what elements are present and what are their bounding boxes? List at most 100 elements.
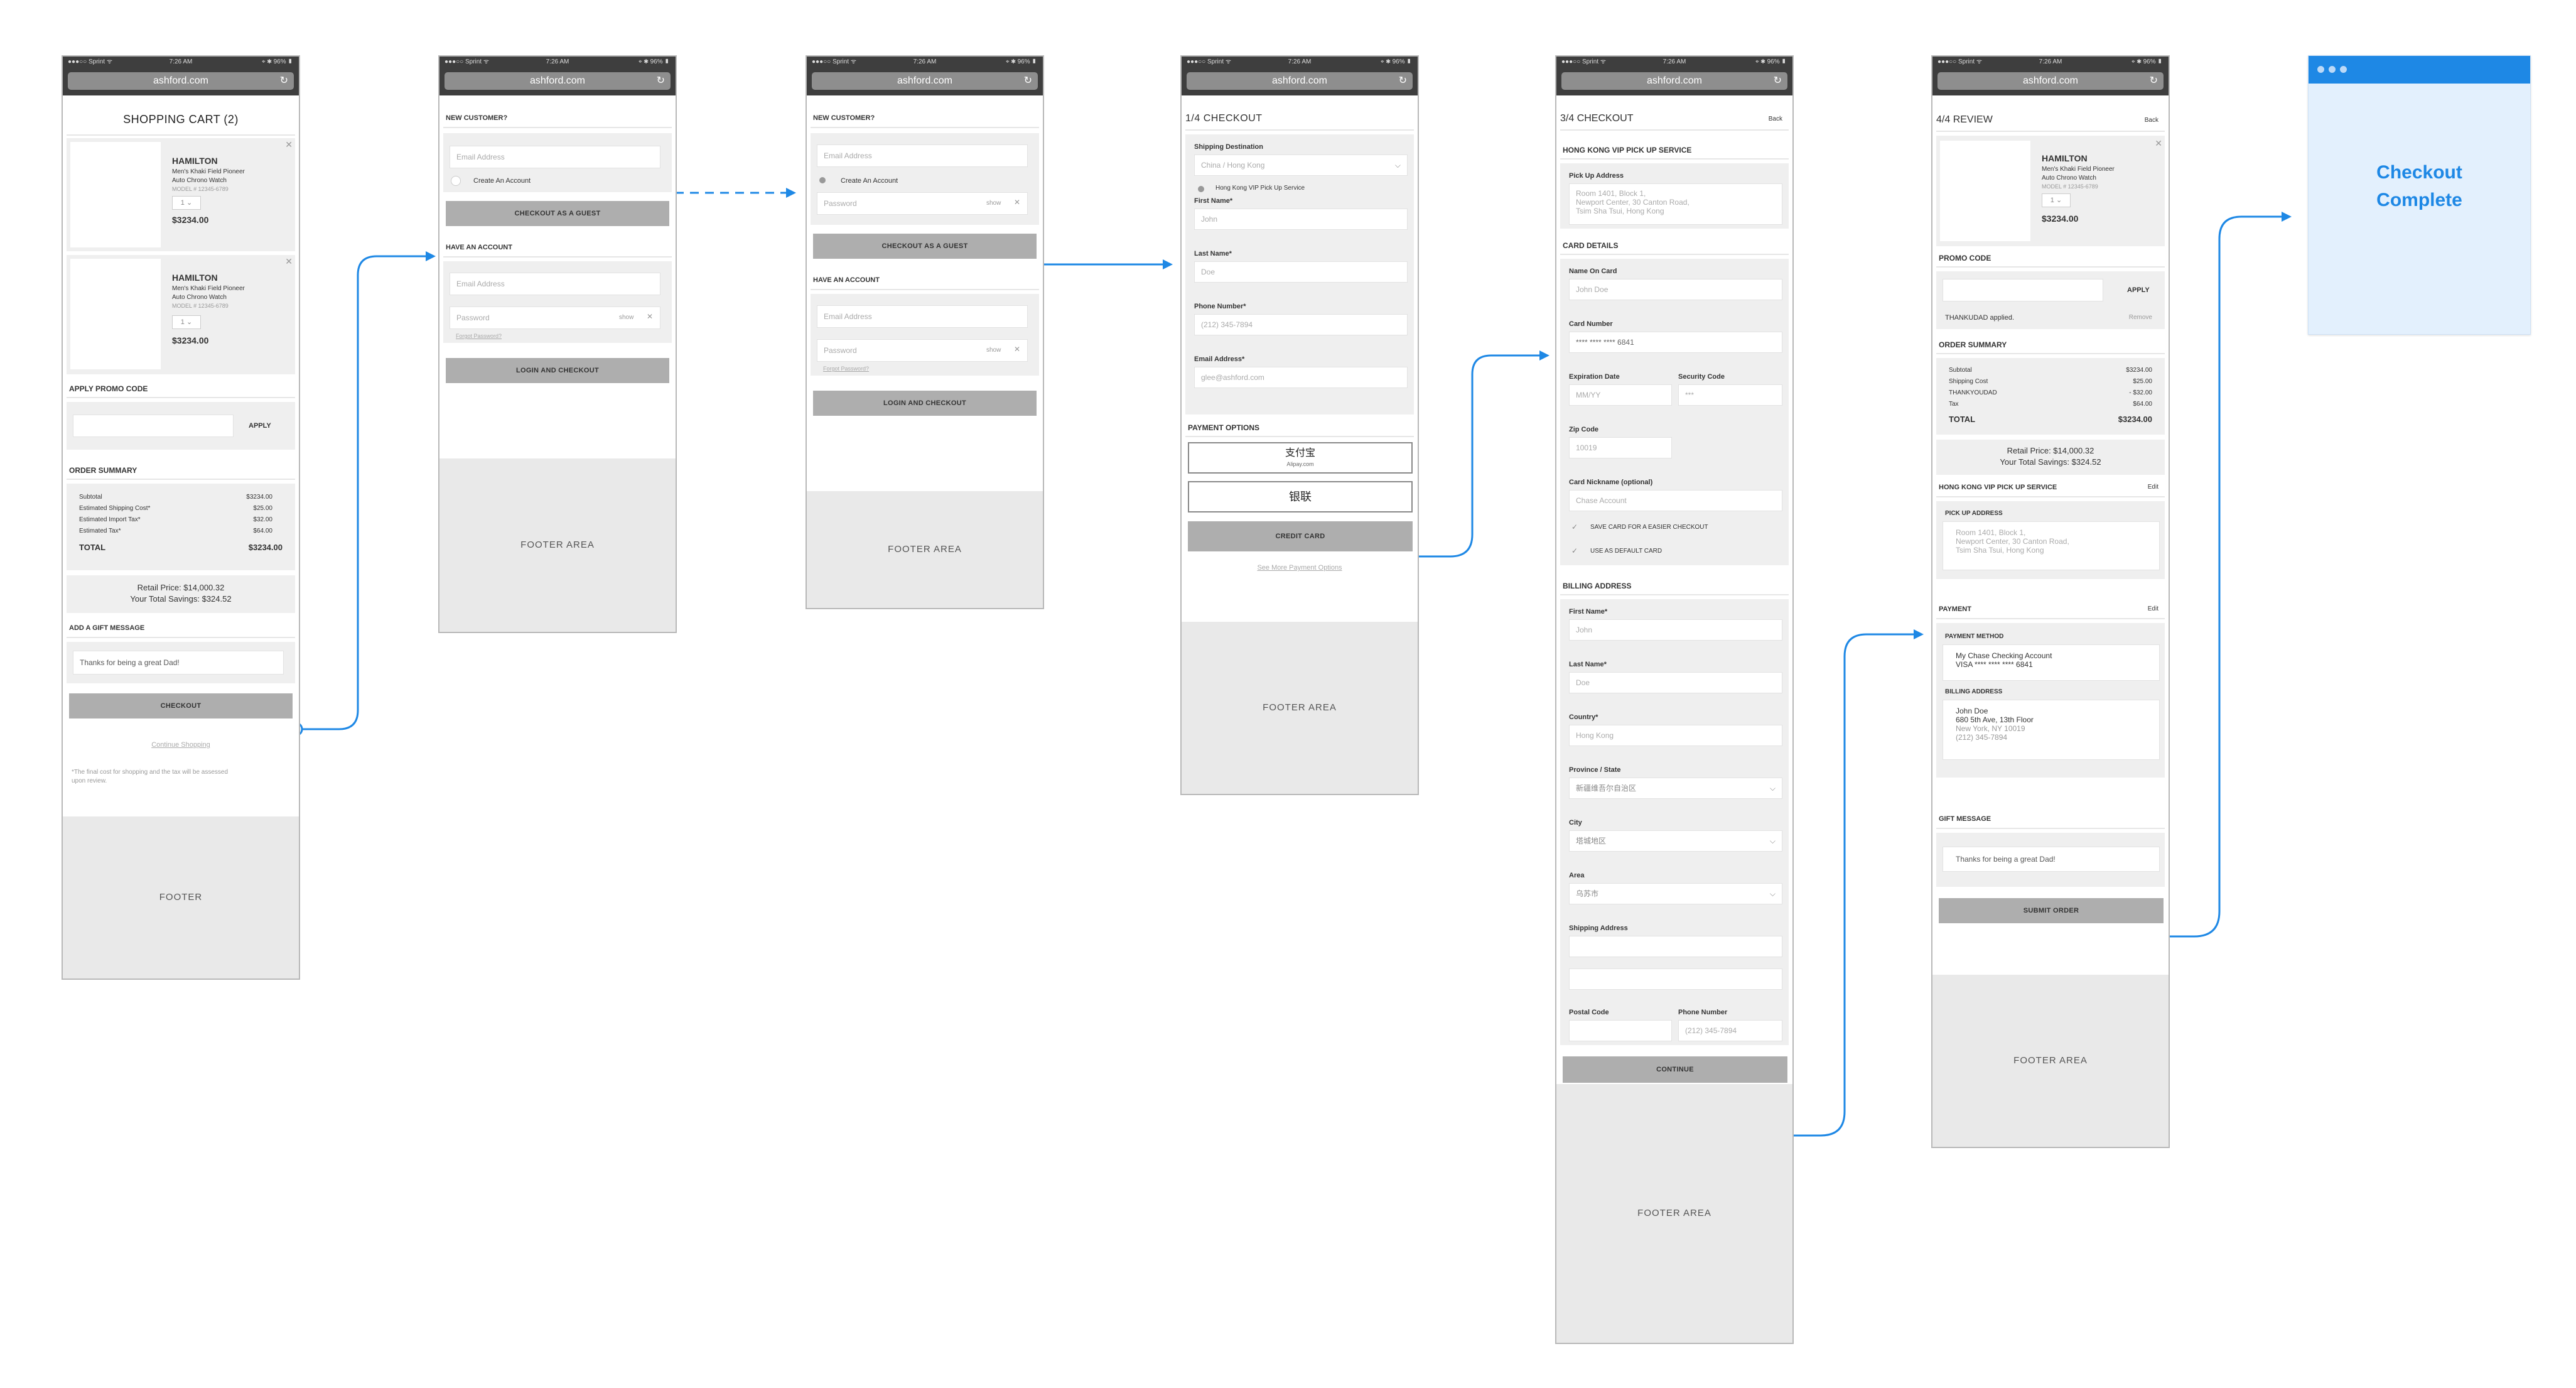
- footer: FOOTER AREA: [439, 458, 676, 632]
- flow-line-cart-to-login: [300, 255, 427, 730]
- credit-card-button[interactable]: CREDIT CARD: [1188, 521, 1413, 551]
- reload-icon[interactable]: ↻: [1398, 75, 1407, 86]
- item-price: $3234.00: [172, 335, 209, 345]
- shipping-address-line2[interactable]: [1569, 968, 1782, 990]
- remove-item-icon[interactable]: ✕: [285, 139, 293, 149]
- card-number-field[interactable]: **** **** **** 6841: [1569, 332, 1782, 353]
- url-bar[interactable]: ashford.com↻: [812, 72, 1038, 90]
- flow-line-submit-to-complete: [2160, 215, 2282, 938]
- billing-last-name[interactable]: Doe: [1569, 672, 1782, 693]
- apply-button[interactable]: APPLY: [249, 422, 271, 430]
- reload-icon[interactable]: ↻: [1773, 75, 1782, 86]
- hk-pickup-radio[interactable]: [1198, 186, 1204, 192]
- promo-input[interactable]: [1943, 279, 2103, 301]
- guest-checkout-button[interactable]: CHECKOUT AS A GUEST: [813, 234, 1037, 259]
- page-title: 3/4 CHECKOUT: [1560, 113, 1634, 124]
- zip-field[interactable]: 10019: [1569, 437, 1672, 458]
- create-account-label: Create An Account: [473, 177, 531, 185]
- page-title: SHOPPING CART (2): [123, 113, 239, 126]
- chevron-down-icon: ⌵: [1769, 837, 1776, 845]
- phone-field[interactable]: (212) 345-7894: [1194, 314, 1408, 335]
- back-link[interactable]: Back: [2144, 117, 2158, 124]
- footer: FOOTER AREA: [807, 491, 1043, 608]
- create-account-radio[interactable]: [451, 176, 461, 186]
- email-field[interactable]: Email Address: [450, 273, 660, 295]
- email-field[interactable]: Email Address: [450, 146, 660, 168]
- checkout-button[interactable]: CHECKOUT: [69, 693, 293, 718]
- url-bar[interactable]: ashford.com↻: [1561, 72, 1787, 90]
- create-account-radio-selected[interactable]: [819, 177, 826, 183]
- email-field[interactable]: Email Address: [817, 144, 1028, 167]
- first-name-field[interactable]: John: [1194, 209, 1408, 230]
- complete-message: Checkout Complete: [2309, 84, 2530, 214]
- guest-checkout-button[interactable]: CHECKOUT AS A GUEST: [446, 201, 669, 226]
- reload-icon[interactable]: ↻: [2149, 75, 2158, 86]
- save-card-checkbox[interactable]: ✓: [1571, 523, 1578, 531]
- province-select[interactable]: 新疆维吾尔自治区⌵: [1569, 778, 1782, 799]
- reload-icon[interactable]: ↻: [1023, 75, 1032, 86]
- password-field[interactable]: Password: [817, 339, 1028, 362]
- clear-icon[interactable]: ✕: [647, 312, 654, 321]
- billing-country[interactable]: Hong Kong: [1569, 725, 1782, 746]
- gift-message-input[interactable]: Thanks for being a great Dad!: [1943, 847, 2160, 872]
- continue-shopping-link[interactable]: Continue Shopping: [151, 741, 210, 749]
- url-bar[interactable]: ashford.com↻: [68, 72, 294, 90]
- edit-payment-link[interactable]: Edit: [2147, 605, 2158, 612]
- city-select[interactable]: 塔城地区⌵: [1569, 830, 1782, 852]
- clear-icon[interactable]: ✕: [1014, 198, 1021, 207]
- expiration-field[interactable]: MM/YY: [1569, 384, 1672, 406]
- promo-input[interactable]: [73, 415, 234, 437]
- email-field[interactable]: Email Address: [817, 305, 1028, 328]
- clear-icon[interactable]: ✕: [1014, 345, 1021, 354]
- reload-icon[interactable]: ↻: [656, 75, 665, 86]
- pickup-address-box: Room 1401, Block 1,Newport Center, 30 Ca…: [1569, 183, 1782, 225]
- footer: FOOTER: [63, 816, 299, 979]
- postal-code-field[interactable]: [1569, 1020, 1672, 1041]
- reload-icon[interactable]: ↻: [279, 75, 288, 86]
- url-bar[interactable]: ashford.com↻: [445, 72, 671, 90]
- item-name: Men's Khaki Field Pioneer: [172, 285, 245, 292]
- forgot-password-link[interactable]: Forgot Password?: [456, 333, 502, 339]
- summary-heading: ORDER SUMMARY: [69, 466, 137, 475]
- qty-stepper[interactable]: 1 ⌄: [2042, 193, 2071, 207]
- remove-item-icon[interactable]: ✕: [2155, 138, 2162, 148]
- remove-promo-link[interactable]: Remove: [2128, 314, 2152, 321]
- apply-button[interactable]: APPLY: [2127, 286, 2150, 294]
- login-button[interactable]: LOGIN AND CHECKOUT: [446, 358, 669, 383]
- show-password-toggle[interactable]: show: [986, 200, 1001, 207]
- page-title: 4/4 REVIEW: [1936, 114, 1993, 125]
- forgot-password-link[interactable]: Forgot Password?: [823, 366, 870, 372]
- password-field[interactable]: Password: [450, 306, 660, 329]
- area-select[interactable]: 乌苏市⌵: [1569, 883, 1782, 904]
- item-model: MODEL # 12345-6789: [172, 303, 229, 309]
- default-card-checkbox[interactable]: ✓: [1571, 546, 1578, 555]
- phone-field[interactable]: (212) 345-7894: [1678, 1020, 1782, 1041]
- unionpay-option[interactable]: 银联: [1188, 481, 1413, 512]
- total-label: TOTAL: [79, 543, 106, 552]
- login-button[interactable]: LOGIN AND CHECKOUT: [813, 391, 1037, 416]
- url-bar[interactable]: ashford.com↻: [1187, 72, 1413, 90]
- show-password-toggle[interactable]: show: [619, 314, 634, 321]
- shipping-address-line1[interactable]: [1569, 936, 1782, 957]
- name-on-card-field[interactable]: John Doe: [1569, 279, 1782, 300]
- back-link[interactable]: Back: [1768, 116, 1782, 122]
- submit-order-button[interactable]: SUBMIT ORDER: [1939, 898, 2164, 923]
- country-select[interactable]: China / Hong Kong⌵: [1194, 155, 1408, 176]
- continue-button[interactable]: CONTINUE: [1563, 1056, 1787, 1083]
- last-name-field[interactable]: Doe: [1194, 261, 1408, 283]
- remove-item-icon[interactable]: ✕: [285, 256, 293, 266]
- qty-stepper[interactable]: 1 ⌄: [172, 196, 201, 210]
- security-code-field[interactable]: ***: [1678, 384, 1782, 406]
- email-field[interactable]: glee@ashford.com: [1194, 367, 1408, 388]
- flow-line-credit-to-card: [1414, 354, 1541, 558]
- more-payment-link[interactable]: See More Payment Options: [1257, 564, 1342, 572]
- card-nickname-field[interactable]: Chase Account: [1569, 490, 1782, 511]
- url-bar[interactable]: ashford.com↻: [1937, 72, 2164, 90]
- edit-pickup-link[interactable]: Edit: [2147, 484, 2158, 491]
- qty-stepper[interactable]: 1 ⌄: [172, 315, 201, 329]
- gift-message-input[interactable]: Thanks for being a great Dad!: [73, 651, 284, 675]
- password-field[interactable]: Password: [817, 192, 1028, 215]
- billing-first-name[interactable]: John: [1569, 619, 1782, 641]
